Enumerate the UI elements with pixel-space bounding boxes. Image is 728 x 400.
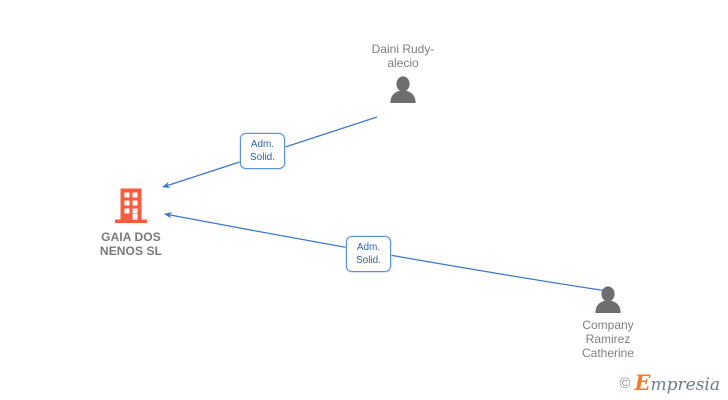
node-company[interactable]: GAIA DOS NENOS SL xyxy=(76,188,186,258)
brand-name: Empresia xyxy=(634,372,720,394)
node-person-bottom-label: Company Ramirez Catherine xyxy=(581,318,635,360)
brand-initial: E xyxy=(634,370,651,395)
copyright-icon: © xyxy=(619,374,631,392)
person-icon xyxy=(595,286,621,313)
brand-rest: mpresia xyxy=(650,375,721,395)
node-company-label: GAIA DOS NENOS SL xyxy=(99,230,163,258)
edge-label-bottom[interactable]: Adm. Solid. xyxy=(346,236,391,272)
node-person-top-label: Daini Rudy- alecio xyxy=(371,42,435,70)
edge-label-top[interactable]: Adm. Solid. xyxy=(240,133,285,169)
watermark: © Empresia xyxy=(619,372,720,394)
building-icon xyxy=(115,188,147,223)
node-person-bottom[interactable]: Company Ramirez Catherine xyxy=(553,286,663,360)
node-person-top[interactable]: Daini Rudy- alecio xyxy=(348,42,458,103)
person-icon xyxy=(390,76,416,103)
